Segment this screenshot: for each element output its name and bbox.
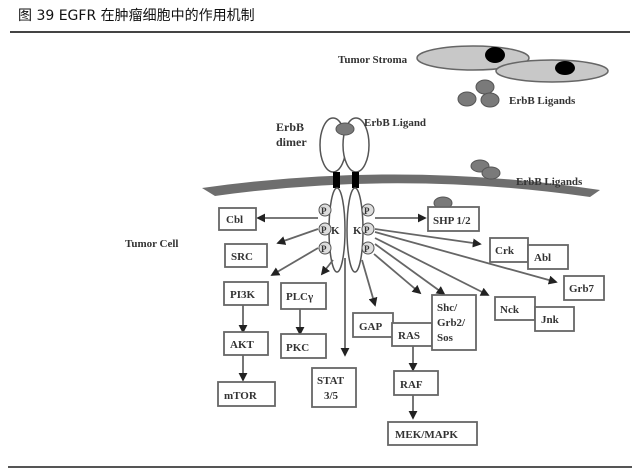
p-label: P <box>364 244 370 254</box>
signal-arrows <box>238 213 558 420</box>
kinase-label-right: K <box>353 225 362 237</box>
node-src: SRC <box>224 243 268 268</box>
svg-text:Abl: Abl <box>534 252 551 264</box>
node-abl: Abl <box>527 244 569 270</box>
bottom-rule <box>8 466 632 468</box>
stroma-cell-2 <box>495 59 609 83</box>
erbb-dimer-label-2: dimer <box>276 135 307 149</box>
tumor-stroma-label: Tumor Stroma <box>338 54 408 66</box>
bound-ligand <box>335 122 355 136</box>
svg-text:Sos: Sos <box>437 332 454 344</box>
svg-text:MEK/MAPK: MEK/MAPK <box>395 429 458 441</box>
svg-text:Grb2/: Grb2/ <box>437 317 466 329</box>
erbb-dimer <box>319 117 370 273</box>
svg-text:RAS: RAS <box>398 330 420 342</box>
node-jnk: Jnk <box>534 306 575 332</box>
svg-text:PKC: PKC <box>286 342 309 354</box>
p-label: P <box>364 206 370 216</box>
figure-title: 图 39 EGFR 在肿瘤细胞中的作用机制 <box>18 8 255 24</box>
svg-text:SRC: SRC <box>231 251 253 263</box>
node-pkc: PKC <box>280 333 327 359</box>
erbb-ligands-right-label: ErbB Ligands <box>516 176 583 188</box>
p-label: P <box>364 225 370 235</box>
node-shp: SHP 1/2 <box>427 206 480 232</box>
erbb-ligand-label: ErbB Ligand <box>364 117 426 129</box>
svg-text:SHP 1/2: SHP 1/2 <box>433 215 471 227</box>
p-label: P <box>321 206 327 216</box>
svg-text:RAF: RAF <box>400 379 423 391</box>
svg-text:Grb7: Grb7 <box>569 283 595 295</box>
node-stat: STAT 3/5 <box>311 367 357 408</box>
phospho-sites: P P P P P P K K <box>318 203 375 255</box>
svg-text:AKT: AKT <box>230 339 255 351</box>
svg-text:PI3K: PI3K <box>230 289 256 301</box>
svg-text:STAT: STAT <box>317 375 345 387</box>
node-plcg: PLCγ <box>280 282 327 310</box>
ligand-cluster-right <box>433 159 501 210</box>
cell-membrane <box>202 174 600 197</box>
stroma-cell-1 <box>416 45 530 71</box>
node-ras: RAS <box>391 322 433 347</box>
node-mek-mapk: MEK/MAPK <box>387 421 478 446</box>
ligand-cluster-top <box>457 79 500 108</box>
node-mtor: mTOR <box>217 381 276 407</box>
svg-text:Crk: Crk <box>495 245 515 257</box>
svg-text:PLCγ: PLCγ <box>286 291 313 303</box>
svg-text:Cbl: Cbl <box>226 214 243 226</box>
node-pi3k: PI3K <box>223 281 269 306</box>
p-label: P <box>321 225 327 235</box>
erbb-ligands-top-label: ErbB Ligands <box>509 95 576 107</box>
node-cbl: Cbl <box>218 207 257 231</box>
node-raf: RAF <box>393 370 439 396</box>
svg-text:mTOR: mTOR <box>224 390 258 402</box>
tumor-cell-label: Tumor Cell <box>125 238 178 250</box>
svg-text:Shc/: Shc/ <box>437 302 458 314</box>
svg-text:Jnk: Jnk <box>541 314 560 326</box>
node-gap: GAP <box>352 312 394 338</box>
node-akt: AKT <box>223 331 269 356</box>
svg-text:Nck: Nck <box>500 304 520 316</box>
p-label: P <box>321 244 327 254</box>
svg-text:3/5: 3/5 <box>324 390 339 402</box>
erbb-dimer-label-1: ErbB <box>276 120 304 134</box>
node-crk: Crk <box>489 237 529 263</box>
node-grb7: Grb7 <box>563 275 605 301</box>
node-nck: Nck <box>494 296 536 321</box>
svg-text:GAP: GAP <box>359 321 383 333</box>
node-shc-grb2-sos: Shc/ Grb2/ Sos <box>431 294 477 351</box>
top-rule <box>10 31 630 33</box>
kinase-label-left: K <box>331 225 340 237</box>
